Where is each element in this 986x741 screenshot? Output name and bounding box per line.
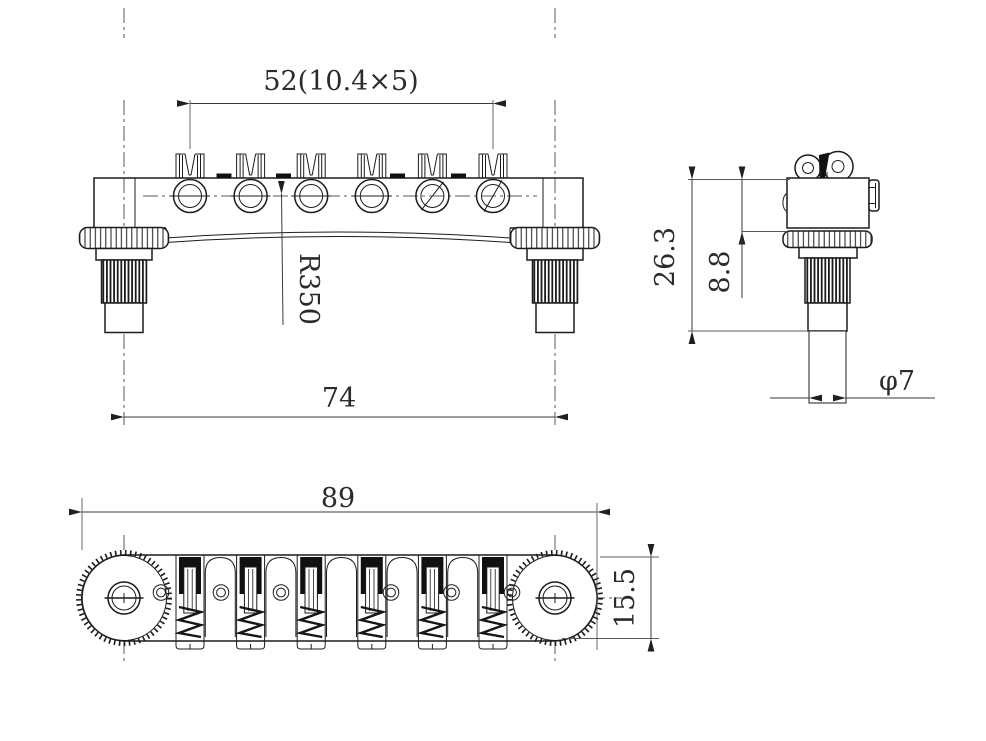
- front-view: 52(10.4×5) R350 74: [78, 8, 601, 425]
- dim-radius: R350: [277, 180, 324, 326]
- mounting-post-right: [509, 226, 601, 334]
- side-view: 26.3 8.8 φ7: [650, 150, 935, 404]
- screw-head-side: [868, 179, 880, 212]
- dim-overall-length: 89: [69, 483, 610, 650]
- saddle-6: [478, 153, 508, 179]
- saddle-side: [794, 150, 854, 183]
- dim-body-width-label: 15.5: [610, 568, 641, 628]
- dim-saddle-span: 52(10.4×5): [177, 66, 506, 149]
- knurled-bushing-side: [804, 257, 851, 304]
- dim-post-diameter-label: φ7: [879, 366, 915, 397]
- saddle-3: [296, 153, 326, 179]
- thumbwheel-side: [782, 230, 873, 249]
- dim-overall-length-label: 89: [321, 483, 355, 514]
- retainer-tick: [390, 173, 405, 178]
- dim-body-height-label: 8.8: [705, 251, 736, 294]
- dim-body-width: 15.5: [562, 544, 659, 652]
- dim-overall-height: 26.3: [650, 166, 696, 344]
- retainer-tick: [216, 173, 232, 178]
- dim-post-spacing: 74: [111, 383, 568, 421]
- retainer-tick: [451, 173, 466, 178]
- mounting-post-left: [78, 226, 170, 334]
- dim-overall-height-label: 26.3: [650, 227, 681, 287]
- saddle-4: [357, 153, 387, 179]
- dim-post-diameter: φ7: [770, 366, 935, 402]
- dim-body-height: 8.8: [705, 166, 746, 298]
- dim-saddle-span-label: 52(10.4×5): [263, 66, 418, 97]
- retainer-tick: [276, 173, 291, 178]
- post-assembly-side: [782, 177, 880, 404]
- post-shaft-side: [808, 330, 847, 404]
- saddle-1: [175, 153, 205, 179]
- screw-slots: [170, 180, 503, 212]
- top-view: 89 15.5: [69, 483, 659, 662]
- saddle-5: [417, 153, 447, 179]
- saddle-2: [236, 153, 266, 179]
- dim-radius-label: R350: [293, 253, 324, 325]
- dim-post-spacing-label: 74: [322, 383, 356, 414]
